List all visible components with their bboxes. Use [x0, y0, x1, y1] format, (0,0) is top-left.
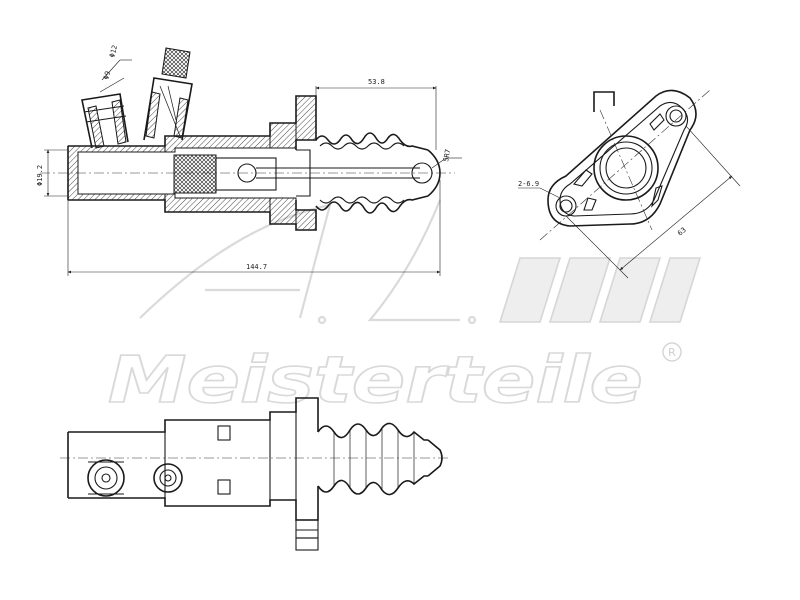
dimension-53-8: 53.8	[315, 78, 437, 150]
svg-text:R: R	[668, 346, 676, 359]
dimension-144-7: 144.7	[67, 180, 441, 276]
svg-text:Φ9: Φ9	[102, 70, 112, 80]
svg-text:144.7: 144.7	[246, 263, 267, 271]
svg-text:53.8: 53.8	[368, 78, 385, 86]
end-view: 2-6.9 63	[518, 89, 741, 279]
bleed-nipple	[143, 47, 193, 141]
svg-text:2-6.9: 2-6.9	[518, 180, 539, 188]
port-icon	[153, 463, 183, 493]
inlet-port	[81, 93, 129, 149]
svg-text:SR7: SR7	[442, 148, 452, 162]
section-view: Φ12 Φ9 Φ19.2 53.8 SR7 144.7	[36, 44, 462, 276]
svg-text:Φ19.2: Φ19.2	[36, 165, 44, 186]
dimension-dia-19-2: Φ19.2	[36, 149, 68, 197]
top-view	[60, 397, 450, 551]
dimension-2-6-9: 2-6.9	[518, 180, 561, 199]
watermark-brand: Meisterteile	[108, 344, 643, 418]
svg-text:Φ12: Φ12	[108, 44, 119, 58]
dimension-dia-12: Φ12	[101, 44, 132, 81]
dimension-dia-9: Φ9	[99, 70, 125, 93]
dimension-63: 63	[565, 125, 741, 279]
svg-text:63: 63	[676, 226, 688, 238]
dimension-sr7: SR7	[431, 148, 462, 169]
registered-mark-icon: R	[662, 342, 682, 362]
watermark-logo	[139, 199, 702, 325]
mount-hole-icon	[665, 105, 687, 127]
watermark: Meisterteile R	[107, 199, 702, 419]
port-icon	[87, 459, 125, 497]
